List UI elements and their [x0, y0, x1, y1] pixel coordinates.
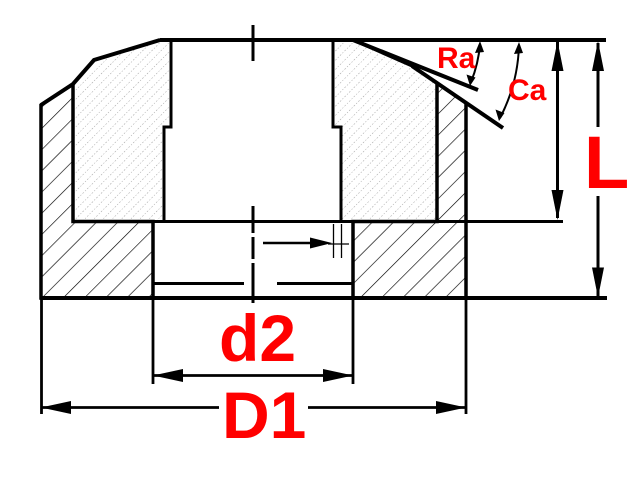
d1-label: D1 [222, 378, 306, 452]
ra-arc-arrowhead-bottom [466, 74, 476, 86]
d1-arrowhead-left [41, 401, 71, 414]
ca-label: Ca [508, 74, 547, 107]
dimension-d2 [151, 299, 355, 384]
ra-arc-arrowhead-top [475, 41, 484, 53]
leader-arrow [263, 237, 332, 249]
section-regions [39, 38, 468, 300]
dimension-l [592, 41, 604, 298]
dimension-d1 [40, 299, 468, 414]
ra-angle-arc [466, 41, 484, 86]
bore-wall-feature [328, 224, 349, 258]
dimension-labels: Ra Ca L d2 D1 [219, 42, 629, 452]
ra-chamfer-line [352, 38, 479, 92]
l-label: L [584, 121, 629, 204]
ra-label: Ra [437, 42, 476, 75]
ca-bevel-line [410, 64, 505, 130]
upper-height-arrowhead-bottom [551, 190, 564, 220]
ca-arc-arrowhead-top [514, 42, 523, 54]
ca-arc-arrowhead-bottom [495, 109, 505, 121]
d2-arrowhead-right [323, 369, 353, 382]
d2-arrowhead-left [153, 369, 183, 382]
part-outline [39, 38, 607, 300]
l-arrowhead-top [592, 41, 604, 71]
left-weld-bevel-profile [39, 38, 161, 107]
d1-arrowhead-right [436, 401, 466, 414]
d2-label: d2 [219, 301, 296, 375]
leader-arrowhead [310, 237, 332, 249]
dimension-upper-height [551, 41, 564, 220]
ca-angle-arc [495, 42, 523, 121]
upper-height-arrowhead-top [551, 41, 564, 71]
l-arrowhead-bottom [592, 267, 604, 298]
